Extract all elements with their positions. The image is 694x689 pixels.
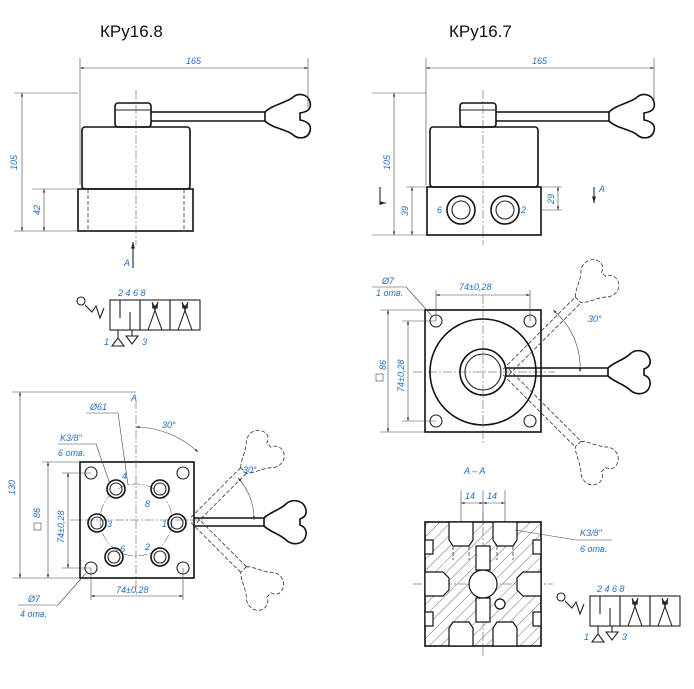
schema-ports-top-left: 2 4 6 8 [117, 288, 146, 298]
dim-39-right: 39 [400, 206, 410, 216]
port-6-left: 6 [120, 544, 125, 554]
title-kru-16-7: КРу16.7 [449, 22, 512, 41]
schema-ports-top-right: 2 4 6 8 [596, 584, 625, 594]
holes-1-right: 1 отв. [376, 288, 403, 298]
dia-7-right: Ø7 [381, 276, 395, 286]
dim-74-horizontal-right: 74±0,28 [459, 282, 491, 292]
dim-130-left: 130 [7, 480, 17, 495]
port-1-left: 1 [162, 519, 167, 529]
port-8-left: 8 [145, 499, 150, 509]
holes-4-left: 4 отв. [20, 609, 47, 619]
view-label-a-left: A [130, 393, 137, 403]
port-4-left: 4 [122, 471, 127, 481]
dim-dia-61: Ø61 [89, 402, 107, 412]
dim-74-horizontal-left: 74±0,28 [116, 585, 148, 595]
dim-74-vertical-right: 74±0,28 [396, 360, 406, 392]
gap-14-a: 14 [465, 491, 475, 501]
right-valve-symbol: 2 4 6 8 1 3 [556, 584, 681, 643]
right-plan-view: 30° 74±0,28 86 74±0,28 Ø7 1 отв. [372, 259, 651, 486]
dia-7-left: Ø7 [27, 594, 41, 604]
dim-105-right: 105 [382, 154, 392, 170]
port-2-left: 2 [144, 542, 150, 552]
left-plan-view: 4 8 3 1 6 2 30° 30° [7, 391, 307, 619]
dim-86-right: 86 [378, 360, 388, 370]
left-valve-symbol: 2 4 6 8 1 3 [76, 288, 201, 347]
schema-port-3-right: 3 [622, 632, 627, 642]
schema-port-1-right: 1 [584, 632, 589, 642]
dim-86-left: 86 [32, 508, 42, 518]
angle-30-left-lower: 30° [243, 465, 257, 475]
holes-6-right: 6 отв. [580, 544, 607, 554]
port-2-right-side: 2 [520, 205, 526, 215]
schema-port-3-left: 3 [142, 337, 147, 347]
schema-port-1-left: 1 [104, 337, 109, 347]
port-6-right-side: 6 [437, 205, 442, 215]
section-arrow-a-right: A [598, 184, 605, 194]
holes-6-left: 6 отв. [58, 448, 85, 458]
right-side-view: 165 6 2 105 39 29 A [372, 56, 656, 245]
dim-165-left: 165 [186, 56, 202, 66]
thread-left: K3/8" [60, 433, 83, 443]
dim-42-left: 42 [32, 205, 42, 215]
angle-30-right: 30° [588, 314, 602, 324]
angle-30-left-upper: 30° [162, 420, 176, 430]
dim-165-right: 165 [532, 56, 548, 66]
dim-105-left: 105 [9, 154, 19, 170]
section-a-a: A – A 14 14 [413, 466, 612, 656]
dim-29-right: 29 [546, 194, 556, 205]
thread-right: K3/8" [580, 528, 603, 538]
port-3-left: 3 [107, 519, 112, 529]
gap-14-b: 14 [487, 491, 497, 501]
title-kru-16-8: КРу16.8 [100, 22, 163, 41]
dim-74-vertical-left: 74±0,28 [56, 511, 66, 543]
left-side-view: 165 105 42 A [9, 56, 312, 268]
view-arrow-a-left: A [123, 258, 130, 268]
section-label: A – A [463, 466, 485, 476]
